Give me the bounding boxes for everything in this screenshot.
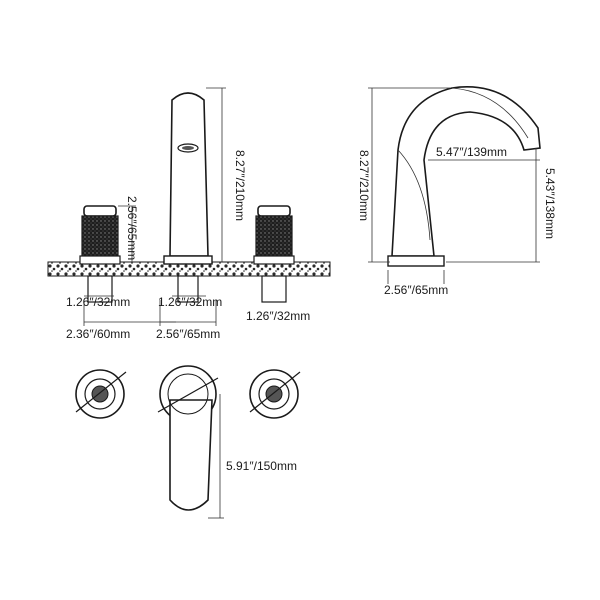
front-view: 8.27″/210mm 2.56″/65mm 1.26″/32mm 1.26″/… <box>47 87 331 341</box>
right-base-label: 1.26″/32mm <box>246 309 310 323</box>
spout-base-label: 1.26″/32mm <box>158 295 222 309</box>
side-base <box>387 255 445 267</box>
spout-collar <box>163 255 213 265</box>
right-handle <box>253 205 295 303</box>
side-height-label: 8.27″/210mm <box>357 150 371 221</box>
side-base-label: 2.56″/65mm <box>384 283 448 297</box>
handle-spacing-label: 2.36″/60mm <box>66 327 130 341</box>
spout-clearance-label: 5.43″/138mm <box>543 168 557 239</box>
spout-shank <box>177 275 199 303</box>
top-spout-length-label: 5.91″/150mm <box>226 459 297 473</box>
left-base-label: 1.26″/32mm <box>66 295 130 309</box>
left-handle <box>79 205 121 303</box>
front-height-label: 8.27″/210mm <box>233 150 247 221</box>
front-spout <box>169 92 209 257</box>
side-view: 8.27″/210mm 5.47″/139mm 5.43″/138mm 2.56… <box>357 86 557 297</box>
top-spout <box>157 365 219 511</box>
side-spout <box>391 86 541 257</box>
top-right-handle <box>249 369 301 419</box>
handle-height-label: 2.56″/65mm <box>125 196 139 260</box>
top-view: 5.91″/150mm <box>75 365 301 519</box>
top-left-handle <box>75 369 127 419</box>
spout-base-width-label: 2.56″/65mm <box>156 327 220 341</box>
spout-reach-label: 5.47″/139mm <box>436 145 507 159</box>
